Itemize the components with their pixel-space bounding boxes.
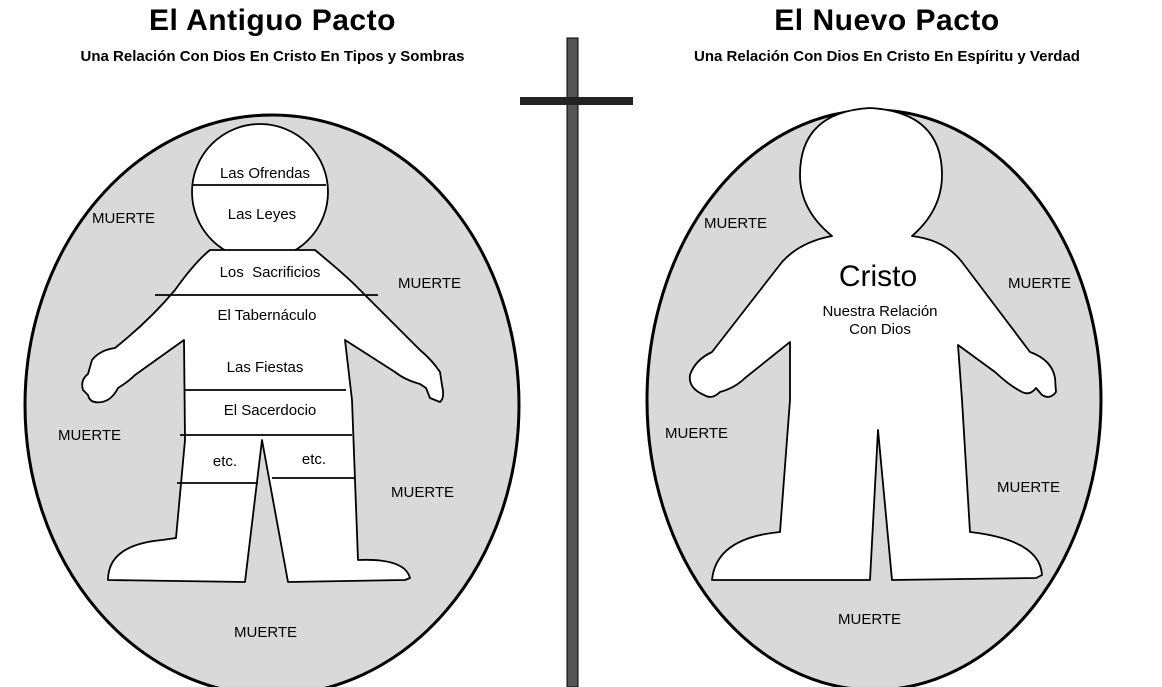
new-covenant-death-labels: MUERTE MUERTE MUERTE MUERTE MUERTE [665,215,1071,628]
death-label: MUERTE [398,275,461,292]
death-label: MUERTE [665,425,728,442]
new-covenant-center-text: Cristo Nuestra Relación Con Dios [822,260,937,338]
death-label: MUERTE [1008,275,1071,292]
segment-label-laws: Las Leyes [228,206,296,223]
segment-label-sacrifices: Los Sacrificios [220,264,321,281]
segment-label-etc: etc. [213,453,237,470]
death-label: MUERTE [92,210,155,227]
death-label: MUERTE [997,479,1060,496]
old-covenant-death-labels: MUERTE MUERTE MUERTE MUERTE MUERTE [58,210,461,641]
old-covenant-figure [81,123,445,583]
segment-label-offerings: Las Ofrendas [220,165,310,182]
death-label: MUERTE [838,611,901,628]
segment-label-tabernacle: El Tabernáculo [218,307,317,324]
new-covenant-panel: Cristo Nuestra Relación Con Dios MUERTE … [645,107,1103,687]
old-covenant-segment-labels: Las Ofrendas Las Leyes Los Sacrificios E… [213,165,326,470]
old-covenant-subtitle: Una Relación Con Dios En Cristo En Tipos… [80,48,465,65]
new-covenant-figure [688,107,1057,581]
death-label: MUERTE [58,427,121,444]
new-covenant-subtitle: Una Relación Con Dios En Cristo En Espír… [694,48,1080,65]
old-covenant-title: El Antiguo Pacto [149,4,396,37]
figure-silhouette [688,107,1057,581]
death-label: MUERTE [391,484,454,501]
cross-horizontal-beam [520,97,633,105]
death-label: MUERTE [704,215,767,232]
new-covenant-title: El Nuevo Pacto [774,4,1000,37]
christ-label: Cristo [839,260,917,293]
cross-vertical-beam [566,37,579,687]
figure-head [191,123,329,261]
death-label: MUERTE [234,624,297,641]
segment-label-priesthood: El Sacerdocio [224,402,317,419]
segment-label-etc: etc. [302,451,326,468]
figure-body [81,249,445,583]
segment-label-feasts: Las Fiestas [227,359,304,376]
relationship-label-line2: Con Dios [849,321,911,338]
relationship-label-line1: Nuestra Relación [822,303,937,320]
old-covenant-panel: Las Ofrendas Las Leyes Los Sacrificios E… [23,113,521,687]
cross-divider [520,37,633,687]
